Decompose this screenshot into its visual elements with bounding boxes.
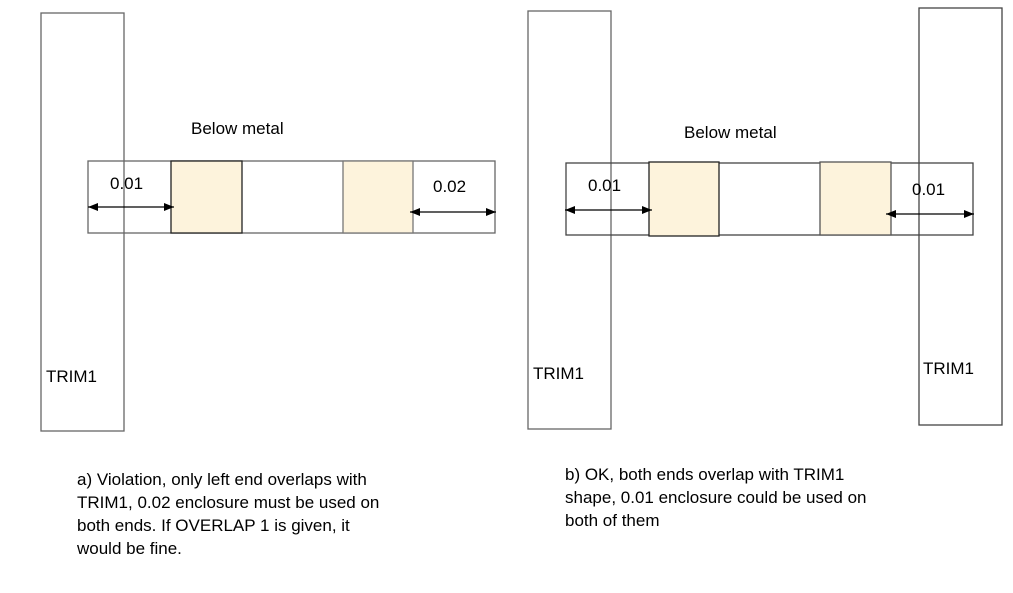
trim1-shape bbox=[40, 12, 125, 432]
via-left bbox=[648, 161, 720, 237]
below-metal-shape bbox=[87, 160, 496, 234]
below-metal-label: Below metal bbox=[191, 119, 284, 138]
caption-a: a) Violation, only left end overlaps wit… bbox=[77, 470, 380, 558]
dimension-label-right: 0.01 bbox=[912, 180, 945, 199]
below-metal-label: Below metal bbox=[684, 123, 777, 142]
dimension-label-left: 0.01 bbox=[588, 176, 621, 195]
caption-b: b) OK, both ends overlap with TRIM1 shap… bbox=[565, 465, 867, 530]
trim1-label: TRIM1 bbox=[46, 367, 97, 386]
trim1-label-left: TRIM1 bbox=[533, 364, 584, 383]
trim1-label-right: TRIM1 bbox=[923, 359, 974, 378]
dimension-label-right: 0.02 bbox=[433, 177, 466, 196]
dimension-label-left: 0.01 bbox=[110, 174, 143, 193]
via-left bbox=[170, 160, 243, 234]
below-metal-shape bbox=[565, 162, 974, 236]
panel-b: Below metal 0.01 0.01 TRIM1 TRIM1 bbox=[527, 7, 1003, 430]
via-right bbox=[819, 161, 892, 236]
trim1-shape-left bbox=[527, 10, 612, 430]
via-right bbox=[342, 160, 414, 234]
panel-a: Below metal 0.01 0.02 TRIM1 bbox=[40, 12, 496, 432]
